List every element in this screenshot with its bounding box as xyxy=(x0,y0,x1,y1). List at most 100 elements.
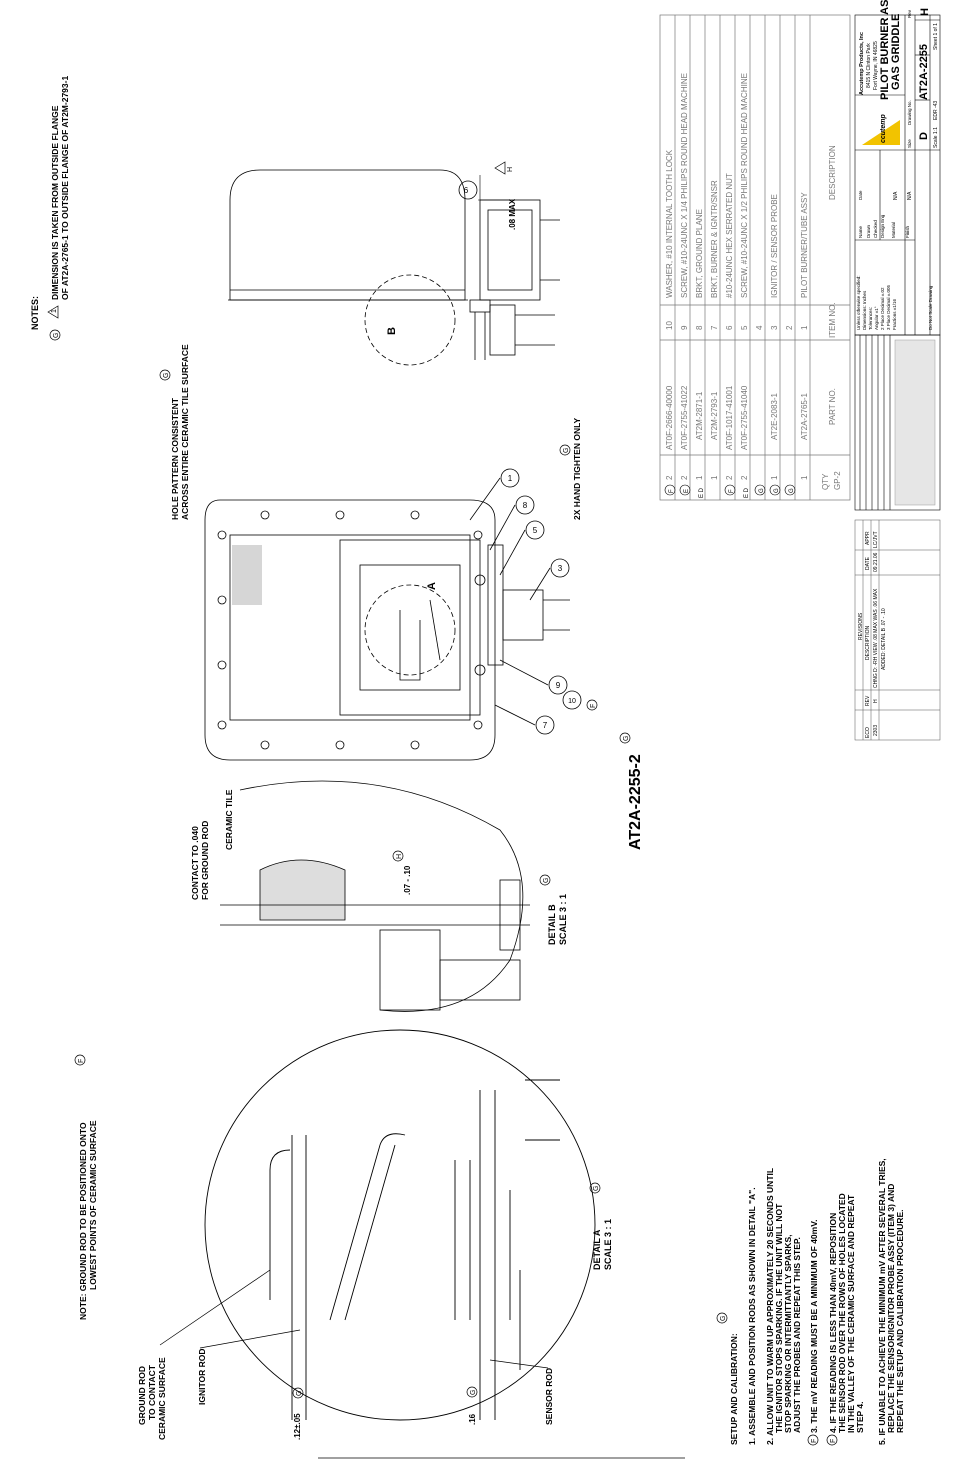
svg-text:Sheet 1 of 1: Sheet 1 of 1 xyxy=(933,23,939,50)
hole-pattern-line2: ACROSS ENTIRE CERAMIC TILE SURFACE xyxy=(180,344,190,520)
label-b: B xyxy=(386,327,398,335)
setup-step2b: THE IGNITOR STOPS SPARKING. IF THE UNIT … xyxy=(774,1203,784,1433)
svg-text:#10-24UNC HEX SERRATED NUT: #10-24UNC HEX SERRATED NUT xyxy=(725,173,734,298)
bom-header-item: ITEM NO. xyxy=(828,302,837,338)
bom-header-part: PART NO. xyxy=(828,388,837,425)
svg-text:F: F xyxy=(729,489,735,493)
svg-text:AT0F-2755-41022: AT0F-2755-41022 xyxy=(680,385,689,450)
rev-g-marker xyxy=(49,329,61,341)
svg-text:AT0F-2666-40000: AT0F-2666-40000 xyxy=(665,385,674,450)
svg-text:8: 8 xyxy=(695,325,704,330)
svg-text:REVISIONS: REVISIONS xyxy=(858,612,864,640)
svg-text:AT2M-2871-1: AT2M-2871-1 xyxy=(695,391,704,440)
balloon-5: 5 xyxy=(533,526,538,535)
svg-text:N/A: N/A xyxy=(893,191,899,200)
svg-text:E D: E D xyxy=(744,487,750,498)
svg-text:Drawing No.: Drawing No. xyxy=(907,100,912,125)
ground-rod-line2: TO CONTACT xyxy=(147,1364,157,1420)
detail-a-title: DETAIL A xyxy=(592,1229,602,1270)
hole-pattern-line1: HOLE PATTERN CONSISTENT xyxy=(170,397,180,520)
ground-note-line2: LOWEST POINTS OF CERAMIC SURFACE xyxy=(88,1120,98,1290)
svg-text:F: F xyxy=(830,1439,837,1443)
contact-line1: CONTACT TO .040 xyxy=(190,826,200,900)
svg-text:SCREW, #10-24UNC X 1/4 PHILIPS: SCREW, #10-24UNC X 1/4 PHILIPS ROUND HEA… xyxy=(680,73,689,298)
svg-text:WASHER, #10 INTERNAL TOOTH LOC: WASHER, #10 INTERNAL TOOTH LOCK xyxy=(665,149,674,298)
svg-text:IGNITOR / SENSOR PROBE: IGNITOR / SENSOR PROBE xyxy=(770,194,779,298)
svg-text:09.21.06: 09.21.06 xyxy=(873,552,879,572)
svg-text:Material: Material xyxy=(891,222,896,238)
svg-text:F: F xyxy=(669,489,675,493)
svg-text:DATE: DATE xyxy=(865,556,871,570)
svg-text:Name: Name xyxy=(858,225,863,238)
title-block xyxy=(854,14,941,511)
svg-text:DESCRIPTION: DESCRIPTION xyxy=(865,625,871,660)
accutemp-logo: ccutemp xyxy=(862,113,900,145)
main-assembly xyxy=(204,468,582,761)
detail-b-scale: SCALE 3 : 1 xyxy=(558,894,568,945)
detail-a xyxy=(204,1029,596,1421)
hand-tighten-label: 2X HAND TIGHTEN ONLY xyxy=(572,417,582,520)
hole-pattern xyxy=(232,545,262,605)
svg-text:Date: Date xyxy=(858,190,863,200)
note1-line2: OF AT2A-2765-1 TO OUTSIDE FLANGE OF AT2M… xyxy=(60,76,70,300)
setup-step5c: REPEAT THE SETUP AND CALIBRATION PROCEDU… xyxy=(895,1209,905,1433)
svg-text:3: 3 xyxy=(770,325,779,330)
svg-text:F: F xyxy=(78,1059,85,1063)
setup-title: SETUP AND CALIBRATION: xyxy=(729,1333,739,1445)
ground-rod-line1: GROUND ROD xyxy=(137,1366,147,1425)
svg-text:BRKT, GROUND PLANE: BRKT, GROUND PLANE xyxy=(695,209,704,298)
company-city: Fort Wayne, IN 46825 xyxy=(873,41,879,90)
svg-text:Angular ±1°: Angular ±1° xyxy=(874,306,879,330)
svg-text:1: 1 xyxy=(800,475,809,480)
note-triangle-icon xyxy=(47,305,59,319)
svg-text:Dimensions: Inches: Dimensions: Inches xyxy=(862,290,867,330)
setup-calibration: G SETUP AND CALIBRATION: 1. ASSEMBLE AND… xyxy=(716,1158,905,1446)
svg-text:G: G xyxy=(593,1186,600,1191)
svg-text:1: 1 xyxy=(800,325,809,330)
svg-text:Fractions ±1/16: Fractions ±1/16 xyxy=(892,299,897,330)
drawing-rev: H xyxy=(919,8,931,16)
max-dim-label: .08 MAX xyxy=(508,198,517,230)
svg-text:G: G xyxy=(774,488,780,493)
company-name: Accutemp Products, Inc xyxy=(859,32,865,95)
setup-step2d: ADJUST THE PROBES AND REPEAT THIS STEP. xyxy=(792,1237,802,1433)
setup-step4d: STEP 4. xyxy=(855,1402,865,1434)
svg-text:CHNG D: -RH VIEW .08 MAX WAS .: CHNG D: -RH VIEW .08 MAX WAS .06 MAX xyxy=(873,588,879,688)
balloon-3: 3 xyxy=(558,564,563,573)
bom-header-desc: DESCRIPTION xyxy=(828,145,837,200)
setup-step4b: THE SENSOR ROD OVER THE ROWS OF HOLES LO… xyxy=(837,1193,847,1433)
balloon-8: 8 xyxy=(523,501,528,510)
bom-rows: 2 AT0F-2666-40000 10 WASHER, #10 INTERNA… xyxy=(665,73,842,490)
bom-header-gp: GP-2 xyxy=(833,471,842,490)
svg-text:H: H xyxy=(396,854,403,859)
setup-step2a: 2. ALLOW UNIT TO WARM UP APPROXIMATELY 2… xyxy=(765,1168,775,1445)
setup-step5b: REPLACE THE SENSOR/IGNITOR PROBE ASSY (I… xyxy=(886,1184,896,1433)
balloon-7: 7 xyxy=(543,721,548,730)
balloon-6: 6 xyxy=(464,186,469,195)
revisions-table xyxy=(854,519,941,741)
svg-text:1: 1 xyxy=(770,475,779,480)
ceramic-tile-label: CERAMIC TILE xyxy=(224,789,234,850)
ignitor-rod-label: IGNITOR ROD xyxy=(197,1348,207,1405)
dim-12: .12±.05 xyxy=(293,1413,302,1440)
svg-text:Rev: Rev xyxy=(907,9,912,18)
label-a: A xyxy=(426,582,438,590)
rev-h-triangle-icon xyxy=(494,161,506,175)
sensor-rod-label: SENSOR ROD xyxy=(544,1368,554,1425)
svg-text:Tolerances:: Tolerances: xyxy=(868,307,873,330)
svg-text:Design Eng: Design Eng xyxy=(880,214,885,238)
svg-text:2: 2 xyxy=(785,325,794,330)
svg-text:SCREW, #10-24UNC X 1/2 PHILIPS: SCREW, #10-24UNC X 1/2 PHILIPS ROUND HEA… xyxy=(740,73,749,298)
svg-text:PILOT BURNER/TUBE ASSY: PILOT BURNER/TUBE ASSY xyxy=(800,192,809,298)
svg-text:N/A: N/A xyxy=(907,191,913,200)
svg-text:AT2A-2765-1: AT2A-2765-1 xyxy=(800,392,809,440)
svg-text:AT0F-2755-41040: AT0F-2755-41040 xyxy=(740,385,749,450)
svg-text:7: 7 xyxy=(710,325,719,330)
svg-text:G: G xyxy=(563,448,570,453)
svg-text:EDR -43: EDR -43 xyxy=(933,101,939,120)
title-line2: GAS GRIDDLE xyxy=(890,14,902,90)
note1-marker: 1 xyxy=(51,309,58,313)
balloon-1: 1 xyxy=(508,474,513,483)
drawing-number: AT2A-2255 xyxy=(918,44,930,100)
svg-text:3 Place Decimal ±.005: 3 Place Decimal ±.005 xyxy=(886,285,891,330)
